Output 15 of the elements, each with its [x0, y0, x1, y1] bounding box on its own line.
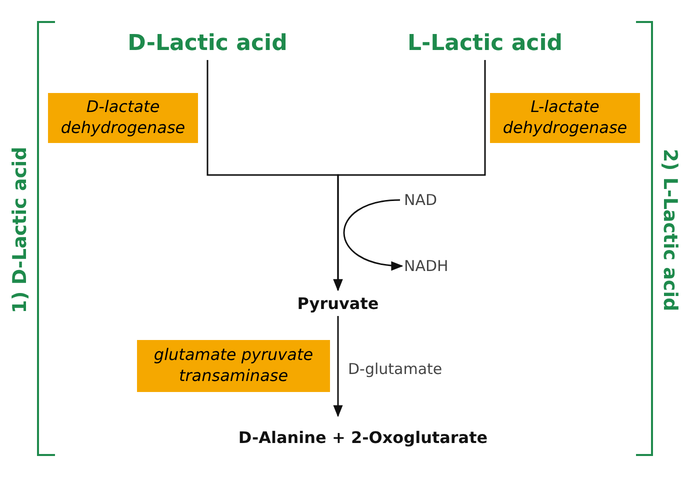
reagent-label: NADH	[404, 254, 466, 278]
compound-label: Pyruvate	[288, 290, 388, 316]
arrow	[333, 60, 486, 292]
side-label: 2) L-Lactic acid	[659, 148, 681, 312]
enzyme-label: glutamate pyruvate transaminase	[137, 340, 330, 392]
arrow	[333, 316, 343, 418]
side-label: 1) D-Lactic acid	[9, 146, 31, 314]
enzyme-label: L-lactate dehydrogenase	[490, 93, 640, 143]
compound-label: D-Lactic acid	[105, 26, 310, 60]
reagent-label: D-glutamate	[348, 357, 468, 381]
enzyme-label: D-lactate dehydrogenase	[48, 93, 198, 143]
compound-label: D-Alanine + 2-Oxoglutarate	[228, 424, 498, 450]
arrow	[343, 199, 404, 270]
compound-label: L-Lactic acid	[380, 26, 590, 60]
reagent-label: NAD	[404, 188, 454, 212]
